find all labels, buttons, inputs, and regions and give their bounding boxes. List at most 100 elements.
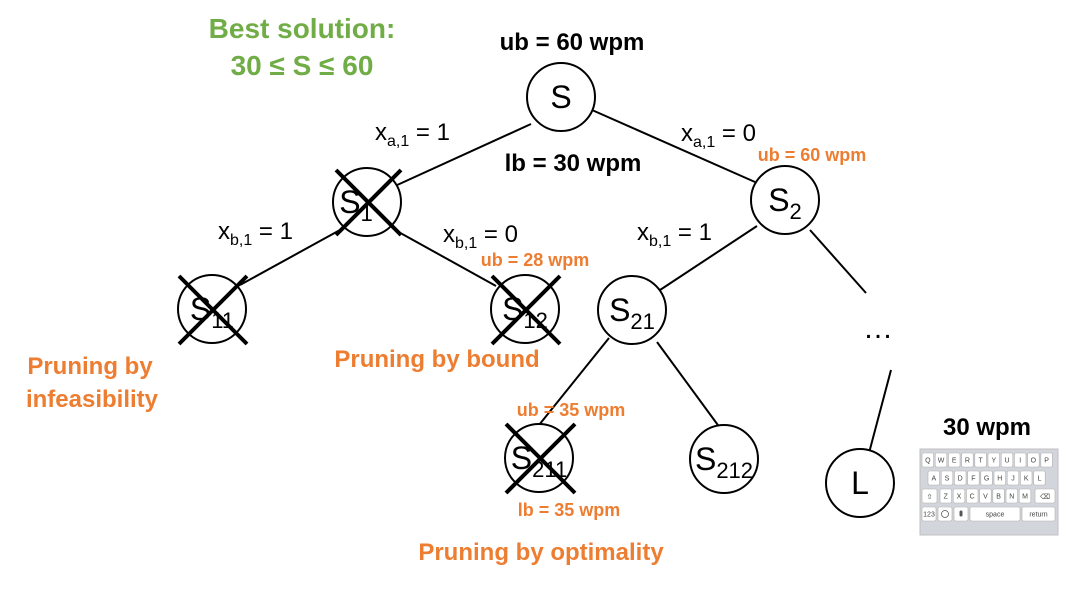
pruning-infeasibility-line1: Pruning by xyxy=(27,353,153,380)
keyboard-key xyxy=(934,452,948,468)
keyboard-key xyxy=(993,470,1006,486)
keyboard-key xyxy=(992,488,1005,504)
edge-s1-s11 xyxy=(239,229,341,286)
shift-key xyxy=(921,488,938,504)
backspace-key xyxy=(1034,488,1056,504)
keyboard-key xyxy=(974,452,987,468)
keyboard-key xyxy=(954,470,967,486)
s211-lower-bound: lb = 35 wpm xyxy=(518,500,621,520)
keyboard-key-label: M xyxy=(1022,494,1028,501)
keyboard-key xyxy=(952,488,966,504)
keyboard-key-label: I xyxy=(1019,458,1021,465)
keyboard-key xyxy=(980,470,993,486)
root-lower-bound: lb = 30 wpm xyxy=(505,150,642,177)
space-key xyxy=(969,506,1021,522)
keyboard-key-label: P xyxy=(1044,458,1049,465)
node-s12: S12 xyxy=(490,274,562,346)
edge-s1-s12 xyxy=(394,229,497,287)
edge-s2-s21 xyxy=(659,225,758,291)
node-label: S21 xyxy=(609,292,655,334)
keyboard-key xyxy=(1033,470,1046,486)
node-label: S1 xyxy=(339,184,373,226)
keyboard-key-label: 123 xyxy=(923,512,935,519)
keyboard-key-label: return xyxy=(1029,512,1047,519)
keyboard-key xyxy=(921,452,934,468)
keyboard-key-label: S xyxy=(945,476,950,483)
edge-label-xa1-1: xa,1 = 1 xyxy=(375,119,450,150)
pruning-bound-label: Pruning by bound xyxy=(334,346,539,373)
s211-upper-bound: ub = 35 wpm xyxy=(517,400,626,420)
tree-edges xyxy=(239,109,892,454)
node-s1: S1 xyxy=(332,167,403,237)
keyboard-key-label: space xyxy=(986,512,1005,519)
orange-bounds: ub = 60 wpm ub = 28 wpm ub = 35 wpm lb =… xyxy=(481,145,867,520)
edge-label-xa1-0: xa,1 = 0 xyxy=(681,120,756,151)
best-solution: Best solution: 30 ≤ S ≤ 60 xyxy=(209,13,396,81)
keyboard-key xyxy=(987,452,1000,468)
keyboard-key-label: H xyxy=(997,476,1002,483)
keyboard-key-label: B xyxy=(996,494,1001,501)
keyboard-key-label: K xyxy=(1024,476,1029,483)
keyboard-key xyxy=(1006,470,1020,486)
keyboard-key xyxy=(961,452,974,468)
node-s: S xyxy=(526,62,596,132)
s12-upper-bound: ub = 28 wpm xyxy=(481,250,590,270)
keyboard-key-label: X xyxy=(957,494,962,501)
edge-ellipsis-l xyxy=(868,369,892,454)
keyboard-key-label: G xyxy=(984,476,989,483)
edge-s21-s211 xyxy=(534,337,610,431)
keyboard-key-label: V xyxy=(983,494,988,501)
edge-label-xb1-1-right: xb,1 = 1 xyxy=(637,219,712,250)
node-s212: S212 xyxy=(689,424,759,494)
keyboard-key-label: W xyxy=(938,458,945,465)
node-s21: S21 xyxy=(597,275,667,345)
keyboard-key-label: U xyxy=(1004,458,1009,465)
node-label: S2 xyxy=(768,182,802,224)
node-s211: S211 xyxy=(504,422,577,495)
keyboard-key-label: Q xyxy=(925,458,931,465)
keyboard-speed-label: 30 wpm xyxy=(943,414,1031,441)
edge-s2-ellipsis xyxy=(809,229,867,294)
pruning-labels: Pruning by infeasibility Pruning by boun… xyxy=(26,346,664,566)
edge-s21-s212 xyxy=(656,341,724,433)
node-s2: S2 xyxy=(750,165,820,235)
keyboard-key xyxy=(939,488,952,504)
keyboard-key-label: A xyxy=(931,476,936,483)
prune-cross xyxy=(177,274,249,346)
ellipsis: … xyxy=(863,312,893,345)
s2-upper-bound: ub = 60 wpm xyxy=(758,145,867,165)
keyboard-key-label: J xyxy=(1011,476,1015,483)
keyboard-key-label: Y xyxy=(991,458,996,465)
return-key xyxy=(1021,506,1056,522)
keyboard-key xyxy=(967,470,980,486)
globe-key xyxy=(937,506,953,522)
node-s11: S11 xyxy=(177,274,249,346)
edge-label-xb1-0: xb,1 = 0 xyxy=(443,221,518,252)
pruning-infeasibility-line2: infeasibility xyxy=(26,386,159,413)
pruning-optimality-label: Pruning by optimality xyxy=(418,539,664,566)
keyboard-key xyxy=(1020,470,1033,486)
keyboard-key xyxy=(1040,452,1053,468)
keyboard-key xyxy=(927,470,940,486)
keyboard-key xyxy=(1014,452,1027,468)
backspace-icon: ⌫ xyxy=(1040,493,1050,501)
keyboard-key-label: Z xyxy=(944,494,949,501)
keyboard-key xyxy=(1005,488,1018,504)
edge-s-s2 xyxy=(591,109,756,183)
node-label: S xyxy=(550,79,571,115)
keyboard-key-label: L xyxy=(1037,476,1041,483)
keyboard-key xyxy=(1027,452,1040,468)
best-solution-line1: Best solution: xyxy=(209,13,396,44)
keyboard-key xyxy=(966,488,979,504)
keyboard-key xyxy=(979,488,992,504)
keyboard-key-label: C xyxy=(970,494,975,501)
keyboard-key-label: F xyxy=(971,476,975,483)
keyboard-key-label: D xyxy=(958,476,963,483)
keyboard-key xyxy=(1018,488,1032,504)
keyboard-key-label: R xyxy=(965,458,970,465)
keyboard-key xyxy=(948,452,961,468)
prune-cross xyxy=(490,274,562,346)
